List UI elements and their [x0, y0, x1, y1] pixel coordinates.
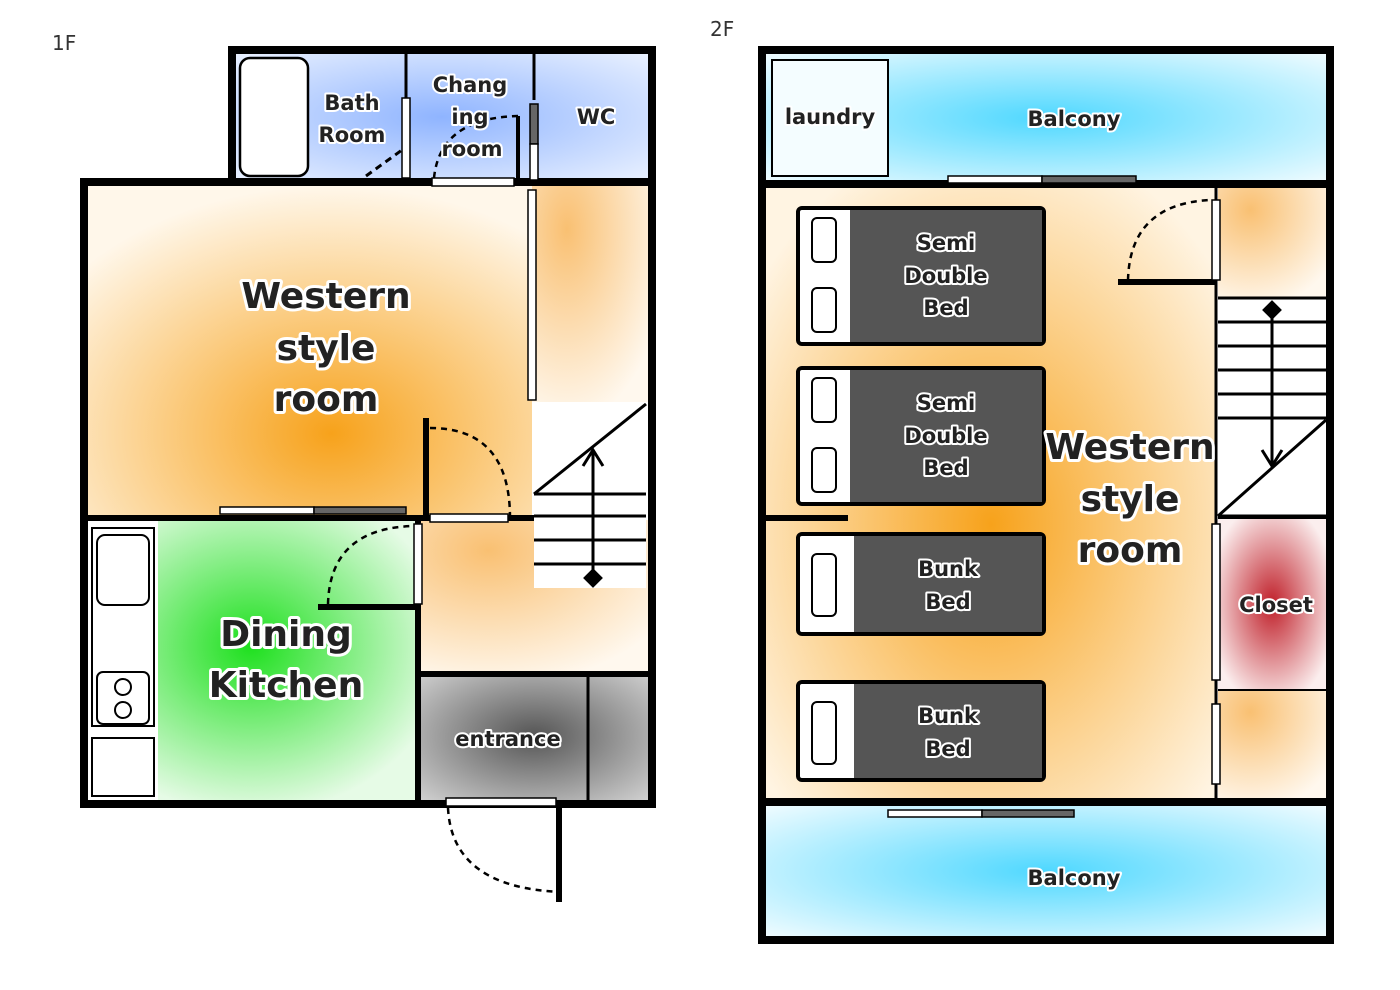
bed-3-label-line1: Bunk: [918, 557, 979, 581]
bed-3-label-line2: Bed: [925, 590, 970, 614]
western-room-2f-label-line1: Western: [1045, 427, 1214, 468]
burner-icon: [114, 678, 132, 696]
stove-icon: [96, 671, 150, 725]
hallway-2f-top: [1218, 188, 1326, 298]
bed-4-label-line1: Bunk: [918, 704, 979, 728]
pillow-icon: [811, 217, 837, 263]
western-room-1f-label-line2: style: [277, 328, 376, 369]
entrance-label: entrance: [455, 727, 560, 751]
arrow-head-icon: [581, 447, 605, 467]
balcony-bottom-label: Balcony: [1028, 866, 1121, 890]
balcony-bottom-area: [766, 806, 1326, 936]
stairs-1f-steps: [533, 402, 647, 566]
sliding-door[interactable]: [529, 143, 539, 181]
hallway-2f-bottom: [1218, 690, 1326, 800]
bed-4-label-line2: Bed: [925, 737, 970, 761]
bed-2-label-line3: Bed: [923, 456, 968, 480]
door-opening[interactable]: [429, 513, 509, 523]
sliding-door[interactable]: [527, 189, 537, 401]
stairs-start-marker: [583, 568, 603, 588]
pillow-icon: [811, 701, 837, 765]
pillow-icon: [811, 377, 837, 423]
bed-3: [796, 532, 1046, 636]
burner-icon: [114, 701, 132, 719]
door-swing-icon: [432, 114, 519, 179]
bed-1: [796, 206, 1046, 346]
door-opening[interactable]: [413, 523, 423, 605]
western-room-2f-label-line2: style: [1081, 479, 1180, 520]
bed-4: [796, 680, 1046, 782]
entrance-door-opening[interactable]: [445, 797, 557, 807]
closet-label: Closet: [1239, 593, 1313, 617]
floor-1f-label: 1F: [52, 31, 76, 55]
pillow-icon: [811, 553, 837, 617]
door-swing-icon: [446, 807, 563, 894]
western-room-1f: [86, 186, 532, 516]
changing-room-label-line3: room: [441, 137, 502, 161]
laundry-label: laundry: [785, 105, 876, 129]
door-swing-icon: [429, 426, 512, 519]
balcony-top-label: Balcony: [1028, 107, 1121, 131]
sliding-door[interactable]: [401, 97, 411, 179]
bed-2-label-line2: Double: [904, 424, 987, 448]
bed-2-label-line1: Semi: [917, 391, 975, 415]
bathtub-icon: [238, 56, 310, 178]
bath-room-label-line1: Bath: [324, 91, 379, 115]
floor-2f-label: 2F: [710, 17, 734, 41]
arrow-head-icon: [1260, 449, 1284, 469]
western-room-2f-label-line3: room: [1078, 530, 1183, 571]
wc-label: WC: [577, 105, 616, 129]
door-swing-icon: [365, 148, 403, 178]
sink-icon: [96, 534, 150, 606]
laundry-area: [771, 59, 889, 177]
bed-2: [796, 366, 1046, 506]
entrance-area: [420, 672, 648, 800]
western-room-1f-label-line1: Western: [241, 276, 410, 317]
bed-1-label-line2: Double: [904, 264, 987, 288]
door-swing-icon: [1126, 198, 1211, 281]
pillow-icon: [811, 287, 837, 333]
stairs-1f: [534, 404, 646, 588]
sliding-door[interactable]: [219, 506, 315, 515]
sliding-door[interactable]: [313, 506, 407, 515]
closet-sliding-door[interactable]: [1211, 523, 1221, 681]
pillow-icon: [811, 447, 837, 493]
sliding-door[interactable]: [529, 103, 539, 145]
sliding-door[interactable]: [947, 175, 1043, 184]
western-room-1f-label-line3: room: [274, 379, 379, 420]
fridge-icon: [91, 737, 155, 797]
dining-kitchen-label-line2: Kitchen: [209, 665, 363, 706]
dining-kitchen-label-line1: Dining: [220, 614, 352, 655]
sliding-door[interactable]: [887, 809, 983, 818]
bed-1-label-line3: Bed: [923, 296, 968, 320]
sliding-door[interactable]: [1041, 175, 1137, 184]
closet-area: [1218, 518, 1326, 690]
bed-1-label-line1: Semi: [917, 231, 975, 255]
door-opening[interactable]: [431, 177, 515, 187]
sliding-door[interactable]: [981, 809, 1075, 818]
sliding-door[interactable]: [1211, 703, 1221, 785]
door-swing-icon: [326, 524, 415, 605]
wall-1f-outer: [80, 46, 656, 808]
changing-room-label-line2: ing: [451, 105, 488, 129]
hallway-upper: [532, 186, 648, 402]
changing-room-label-line1: Chang: [433, 73, 508, 97]
bath-room-label-line2: Room: [319, 123, 386, 147]
door-opening[interactable]: [1211, 199, 1221, 281]
wall-2f-outer: [758, 46, 1334, 944]
stairs-start-marker: [1262, 300, 1282, 320]
